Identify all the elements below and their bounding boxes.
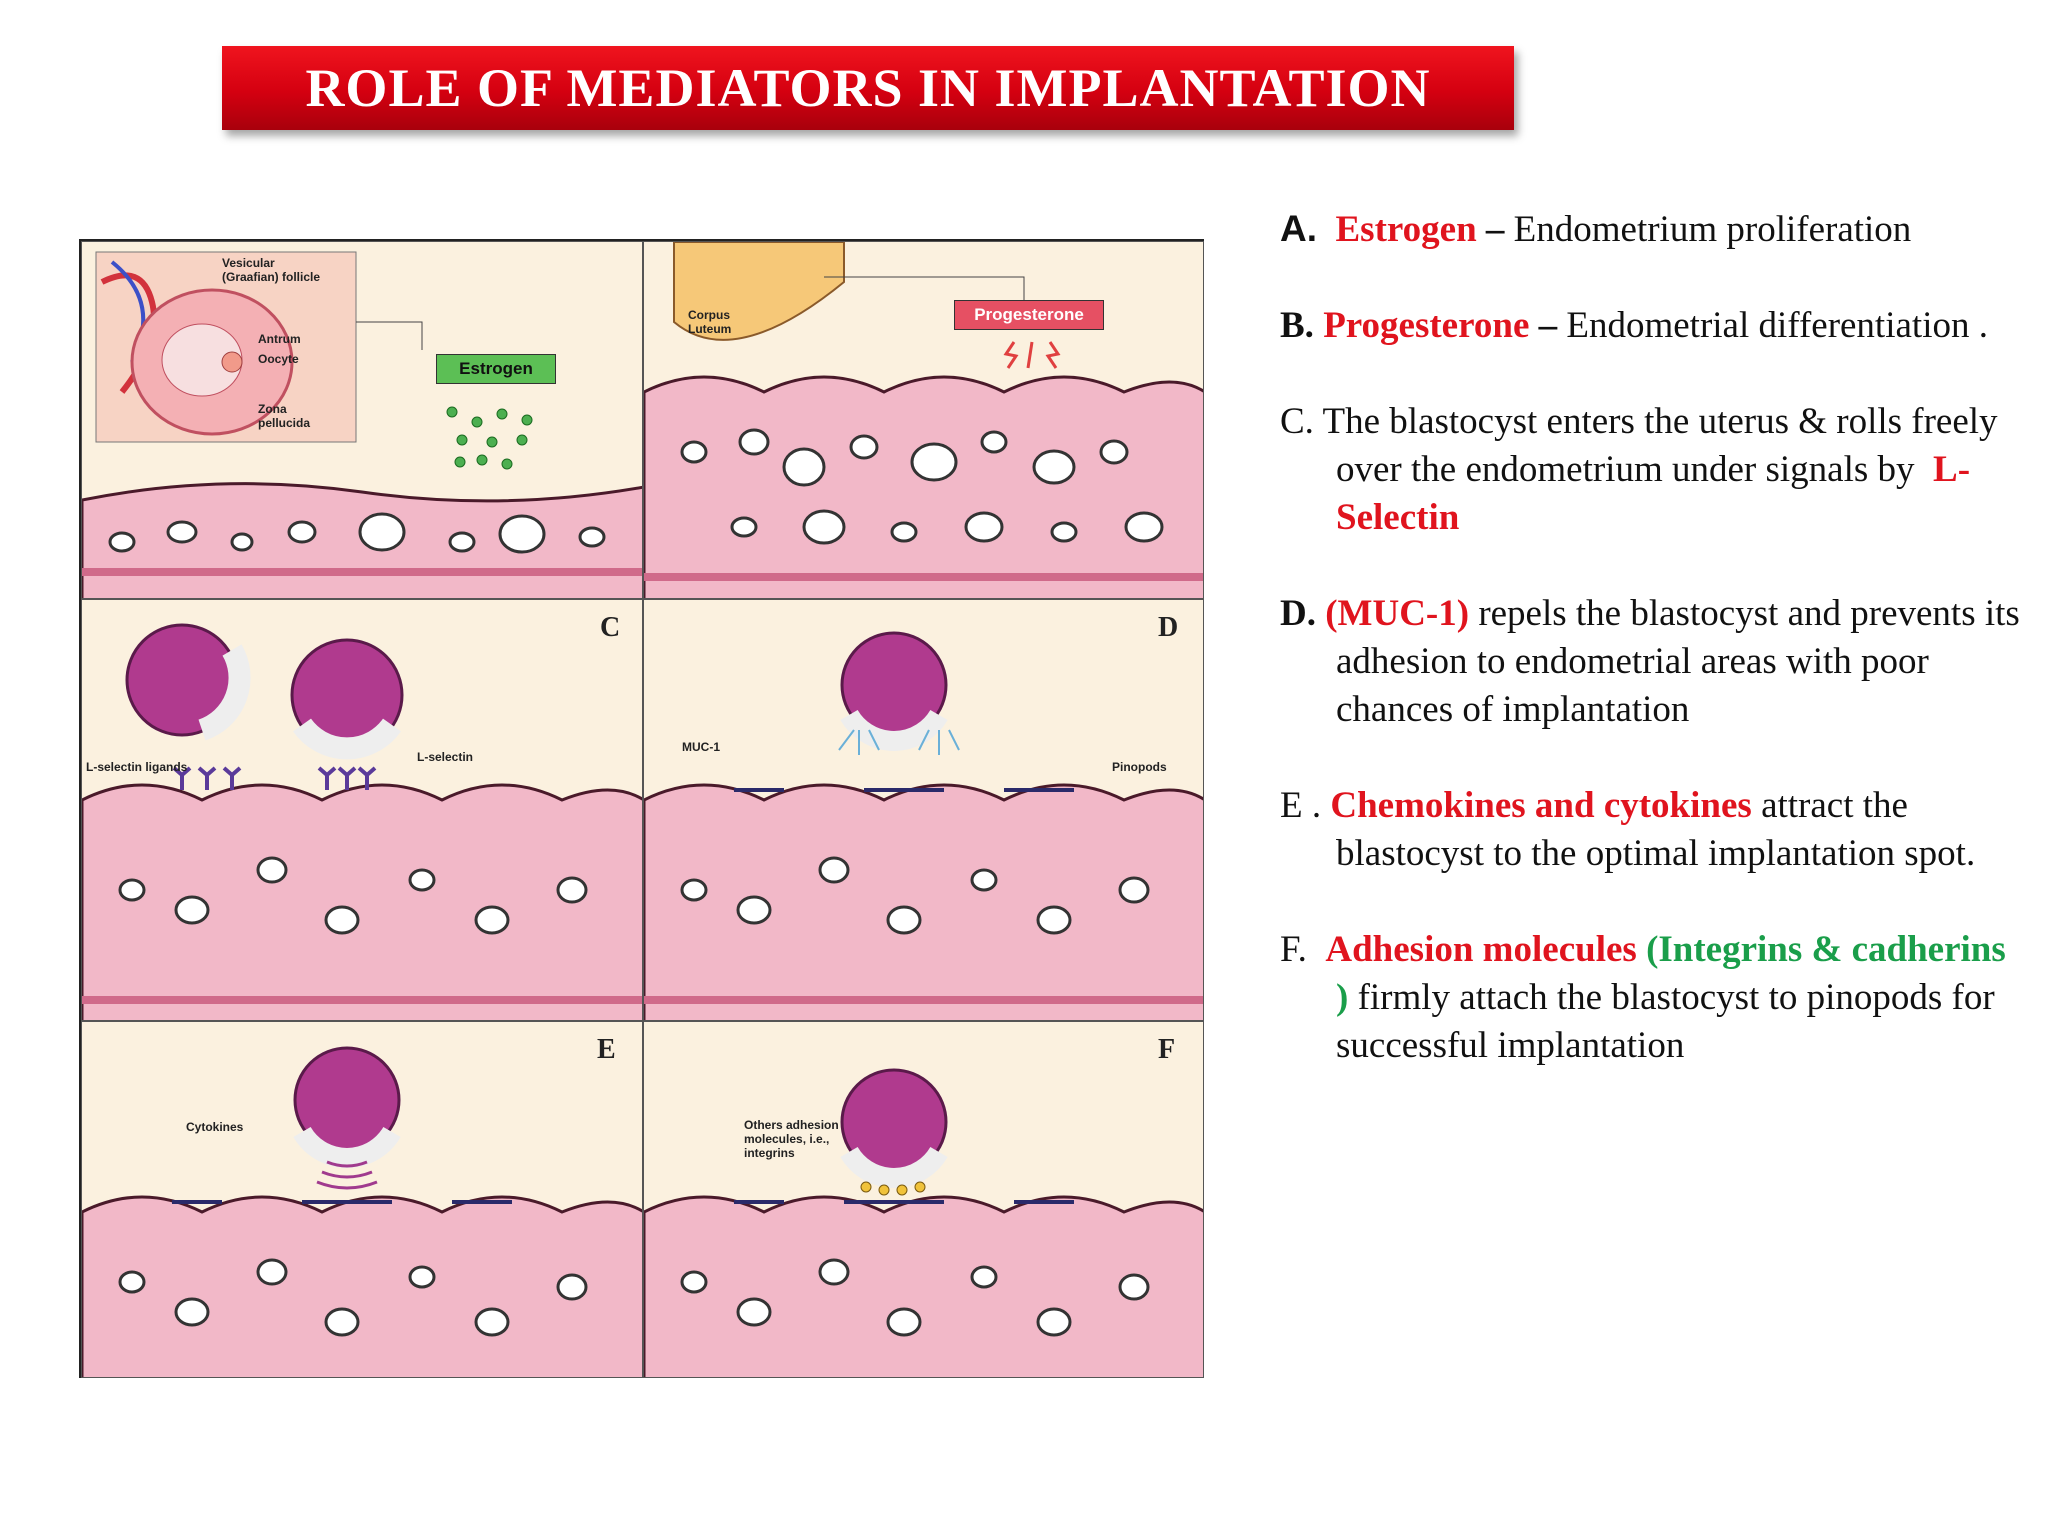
panel-e-drawing <box>82 1046 642 1377</box>
item-a-sep: – <box>1476 209 1514 250</box>
panel-letter-e: E <box>597 1034 616 1065</box>
panel-c-drawing <box>82 623 642 1020</box>
item-f-green: (Integrins & cadherins ) <box>1336 929 2006 1018</box>
label-adhesion: Others adhesion molecules, i.e., integri… <box>744 1118 839 1160</box>
label-antrum: Antrum <box>258 332 301 346</box>
panel-f-drawing <box>644 1068 1203 1377</box>
panel-b: Corpus Luteum Progesterone <box>643 241 1204 599</box>
panel-letter-d: D <box>1158 612 1179 643</box>
implantation-figure: Vesicular (Graafian) follicle Antrum Ooc… <box>79 239 1204 1378</box>
item-a-key: Estrogen <box>1335 209 1477 250</box>
mediator-list: A. Estrogen – Endometrium proliferation … <box>1280 205 2020 1118</box>
item-e: E . Chemokines and cytokines attract the… <box>1280 782 2020 878</box>
label-cytokines: Cytokines <box>186 1120 244 1134</box>
item-e-rest: attract the blastocyst to the optimal im… <box>1336 785 1976 874</box>
label-lselectin-ligands: L-selectin ligands <box>86 760 188 774</box>
item-e-letter: E . <box>1280 785 1322 826</box>
item-c-key: L- Selectin <box>1336 449 1971 538</box>
label-pinopods: Pinopods <box>1112 760 1167 774</box>
item-a-rest: Endometrium proliferation <box>1513 209 1912 250</box>
item-b-letter: B. <box>1280 305 1314 346</box>
item-a-letter: A. <box>1280 208 1317 249</box>
item-f-rest: firmly attach the blastocyst to pinopods… <box>1336 977 1995 1066</box>
panel-e: E Cytokines <box>81 1021 643 1378</box>
item-d-key: (MUC-1) <box>1325 593 1470 634</box>
item-d: D. (MUC-1) repels the blastocyst and pre… <box>1280 590 2020 734</box>
label-zona: Zona pellucida <box>258 402 311 430</box>
panel-c: C L-selectin ligands L-selectin <box>81 599 643 1021</box>
item-d-rest: repels the blastocyst and prevents its a… <box>1336 593 2020 730</box>
panel-d-drawing <box>644 631 1203 1020</box>
label-oocyte: Oocyte <box>258 352 299 366</box>
label-corpus: Corpus Luteum <box>688 308 732 336</box>
item-d-letter: D. <box>1280 593 1316 634</box>
estrogen-box: Estrogen <box>436 354 556 384</box>
panel-a: Vesicular (Graafian) follicle Antrum Ooc… <box>81 241 643 599</box>
item-b-key: Progesterone <box>1323 305 1530 346</box>
item-b-sep: – <box>1529 305 1567 346</box>
item-e-key: Chemokines and cytokines <box>1330 785 1752 826</box>
label-muc1: MUC-1 <box>682 740 720 754</box>
page-title: ROLE OF MEDIATORS IN IMPLANTATION <box>305 58 1431 118</box>
item-a: A. Estrogen – Endometrium proliferation <box>1280 205 2020 254</box>
label-lselectin: L-selectin <box>417 750 474 764</box>
panel-d: D MUC-1 Pinopods <box>643 599 1204 1021</box>
panel-b-drawing <box>644 242 1203 598</box>
item-f-letter: F. <box>1280 929 1307 970</box>
panel-letter-f: F <box>1158 1034 1176 1065</box>
item-f-key: Adhesion molecules <box>1325 929 1637 970</box>
item-f: F. Adhesion molecules (Integrins & cadhe… <box>1280 926 2020 1070</box>
panel-a-drawing <box>82 251 642 598</box>
item-b: B. Progesterone – Endometrial differenti… <box>1280 302 2020 350</box>
panel-f: F Others adhesion molecules, i.e., integ… <box>643 1021 1204 1378</box>
title-banner: ROLE OF MEDIATORS IN IMPLANTATION <box>222 46 1514 130</box>
label-vesicular: Vesicular (Graafian) follicle <box>222 256 321 284</box>
item-b-rest: Endometrial differentiation . <box>1566 305 1988 346</box>
item-c-text: C. The blastocyst enters the uterus & ro… <box>1280 401 1998 490</box>
item-c: C. The blastocyst enters the uterus & ro… <box>1280 398 2020 542</box>
progesterone-box: Progesterone <box>954 300 1104 330</box>
panel-letter-c: C <box>600 612 621 643</box>
